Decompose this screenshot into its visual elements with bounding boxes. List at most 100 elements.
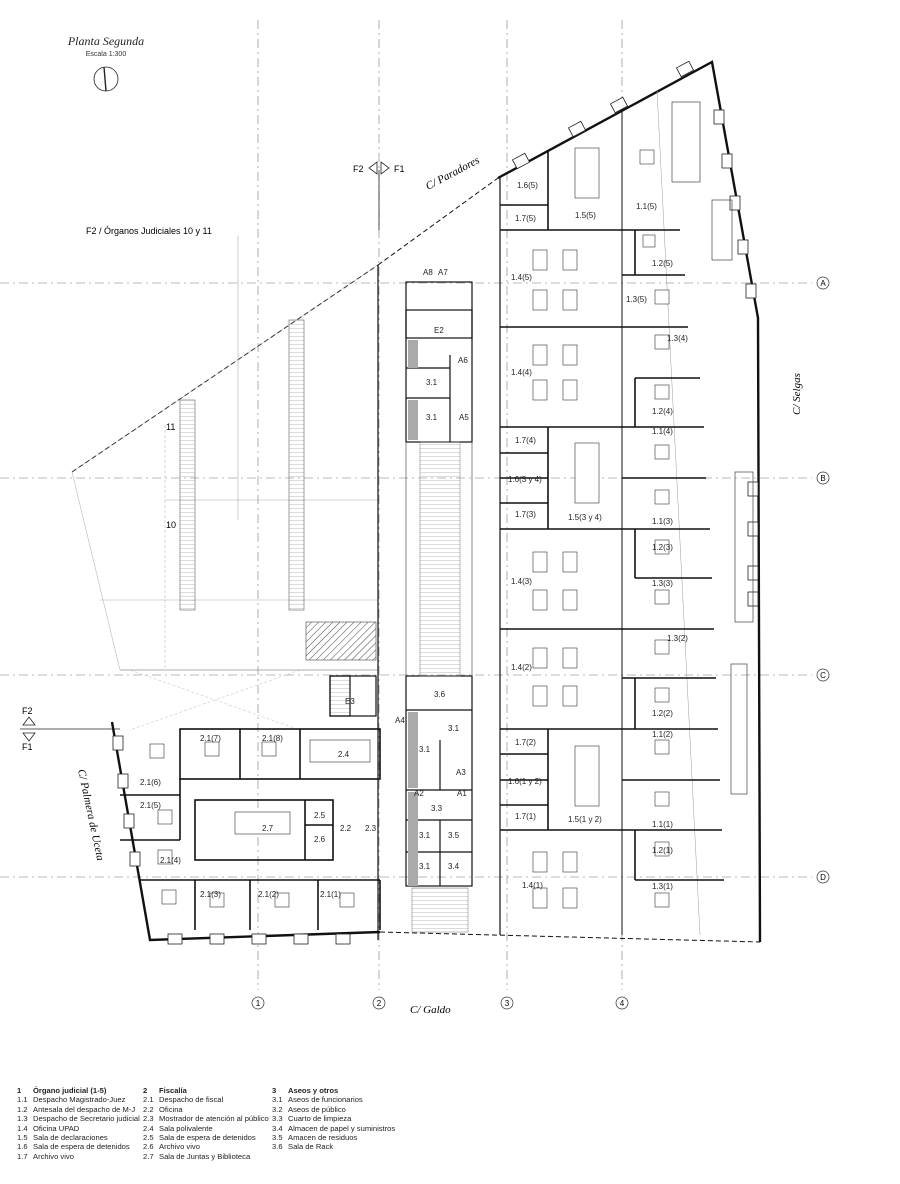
legend-text: Oficina	[159, 1104, 183, 1114]
legend-num: 1.7	[17, 1151, 28, 1161]
section-marker-top	[368, 161, 390, 230]
grid-number-2: 2	[377, 999, 382, 1008]
legend-heading: Órgano judicial (1-5)	[33, 1086, 107, 1095]
legend-num: 3.3	[272, 1114, 283, 1124]
room-e3: E3	[345, 697, 355, 706]
legend-text: Sala de Rack	[288, 1142, 334, 1152]
left-wing-furniture	[149, 739, 371, 908]
room-1-7-5: 1.7(5)	[515, 214, 536, 223]
room-2-1-3: 2.1(3)	[200, 890, 221, 899]
legend-num: 1.1	[17, 1095, 28, 1105]
legend-num: 3.1	[272, 1095, 283, 1105]
grid-number-3: 3	[505, 999, 510, 1008]
room-2-1-7: 2.1(7)	[200, 734, 221, 743]
right-wing-walls	[500, 150, 724, 881]
grid-letter-d: D	[820, 873, 826, 882]
room-1-7-2: 1.7(2)	[515, 738, 536, 747]
grid-number-markers	[251, 996, 629, 1010]
legend-heading-num: 1	[17, 1086, 22, 1095]
grid-number-4: 4	[620, 999, 625, 1008]
legend-text: Despacho de fiscal	[159, 1095, 224, 1105]
legend-num: 2.2	[143, 1104, 154, 1114]
room-a3: A3	[456, 768, 466, 777]
room-1-4-2: 1.4(2)	[511, 663, 532, 672]
street-paradores: C/ Paradores	[424, 154, 482, 192]
grid-letter-a: A	[820, 279, 826, 288]
legend-num: 2.6	[143, 1142, 154, 1152]
room-2-3: 2.3	[365, 824, 377, 833]
room-a6: A6	[458, 356, 468, 365]
room-1-4-1: 1.4(1)	[522, 881, 543, 890]
legend-num: 1.4	[17, 1123, 28, 1133]
room-1-5-3y4: 1.5(3 y 4)	[568, 513, 602, 522]
room-1-6-5: 1.6(5)	[517, 181, 538, 190]
legend-text: Sala de espera de detenidos	[159, 1133, 256, 1143]
legend-num: 1.5	[17, 1133, 28, 1143]
section-marker-left	[20, 716, 120, 742]
legend-text: Amacen de residuos	[288, 1133, 358, 1143]
room-labels: 1.6(5) 1.7(5) 1.5(5) 1.1(5) 1.2(5) 1.4(5…	[140, 181, 688, 899]
section-f1-top: F1	[394, 164, 405, 174]
room-3-1-e: 3.1	[419, 831, 431, 840]
legend-num: 2.7	[143, 1151, 154, 1161]
room-2-6: 2.6	[314, 835, 326, 844]
legend-text: Mostrador de atención al público	[159, 1114, 269, 1124]
legend-num: 3.2	[272, 1104, 283, 1114]
legend-column-2: 2 Fiscalía 2.1 Despacho de fiscal 2.2 Ofici…	[143, 1086, 269, 1161]
room-2-1-5: 2.1(5)	[140, 801, 161, 810]
room-number-11: 11	[166, 422, 175, 432]
section-f1-left: F1	[22, 742, 33, 752]
room-a8: A8	[423, 268, 433, 277]
legend-num: 1.3	[17, 1114, 28, 1124]
legend-num: 2.5	[143, 1133, 154, 1143]
room-3-3: 3.3	[431, 804, 443, 813]
room-1-1-3: 1.1(3)	[652, 517, 673, 526]
room-1-7-4: 1.7(4)	[515, 436, 536, 445]
legend-num: 3.4	[272, 1123, 283, 1133]
room-1-1-2: 1.1(2)	[652, 730, 673, 739]
room-1-4-5: 1.4(5)	[511, 273, 532, 282]
north-arrow-icon	[93, 66, 119, 92]
room-1-7-3: 1.7(3)	[515, 510, 536, 519]
room-3-6: 3.6	[434, 690, 446, 699]
plan-scale: Escala 1:300	[86, 51, 127, 58]
room-1-4-3: 1.4(3)	[511, 577, 532, 586]
legend-heading-num: 3	[272, 1086, 277, 1095]
central-core	[329, 281, 473, 933]
legend-text: Sala de Juntas y Biblioteca	[159, 1151, 251, 1161]
room-3-1-b: 3.1	[426, 413, 438, 422]
room-3-4: 3.4	[448, 862, 460, 871]
room-a5: A5	[459, 413, 469, 422]
section-f2-left: F2	[22, 706, 33, 716]
legend-num: 2.1	[143, 1095, 154, 1105]
room-1-5-5: 1.5(5)	[575, 211, 596, 220]
legend-heading: Fiscalía	[159, 1086, 187, 1095]
room-3-1-f: 3.1	[419, 862, 431, 871]
legend-text: Antesala del despacho de M-J	[33, 1104, 136, 1114]
room-2-4: 2.4	[338, 750, 350, 759]
room-2-1-6: 2.1(6)	[140, 778, 161, 787]
legend-heading-num: 2	[143, 1086, 148, 1095]
room-1-2-4: 1.2(4)	[652, 407, 673, 416]
legend-text: Despacho Magistrado-Juez	[33, 1095, 126, 1105]
facade-balconies	[671, 101, 754, 795]
room-1-3-5: 1.3(5)	[626, 295, 647, 304]
room-2-1-4: 2.1(4)	[160, 856, 181, 865]
wc-block-shading	[408, 340, 418, 886]
room-3-5: 3.5	[448, 831, 460, 840]
street-selgas: C/ Selgas	[791, 373, 803, 415]
room-1-5-1y2: 1.5(1 y 2)	[568, 815, 602, 824]
section-f2-top: F2	[353, 164, 364, 174]
room-1-2-5: 1.2(5)	[652, 259, 673, 268]
legend-text: Sala polivalente	[159, 1123, 213, 1133]
zone-label: F2 / Órganos Judiciales 10 y 11	[86, 226, 212, 236]
room-1-3-4: 1.3(4)	[667, 334, 688, 343]
legend-num: 3.5	[272, 1133, 283, 1143]
room-1-1-4: 1.1(4)	[652, 427, 673, 436]
left-wing-walls	[120, 728, 381, 930]
room-2-5: 2.5	[314, 811, 326, 820]
legend-column-1: 1 Órgano judicial (1-5) 1.1 Despacho Magis…	[17, 1086, 140, 1161]
legend-text: Almacen de papel y suministros	[288, 1123, 396, 1133]
room-1-3-3: 1.3(3)	[652, 579, 673, 588]
